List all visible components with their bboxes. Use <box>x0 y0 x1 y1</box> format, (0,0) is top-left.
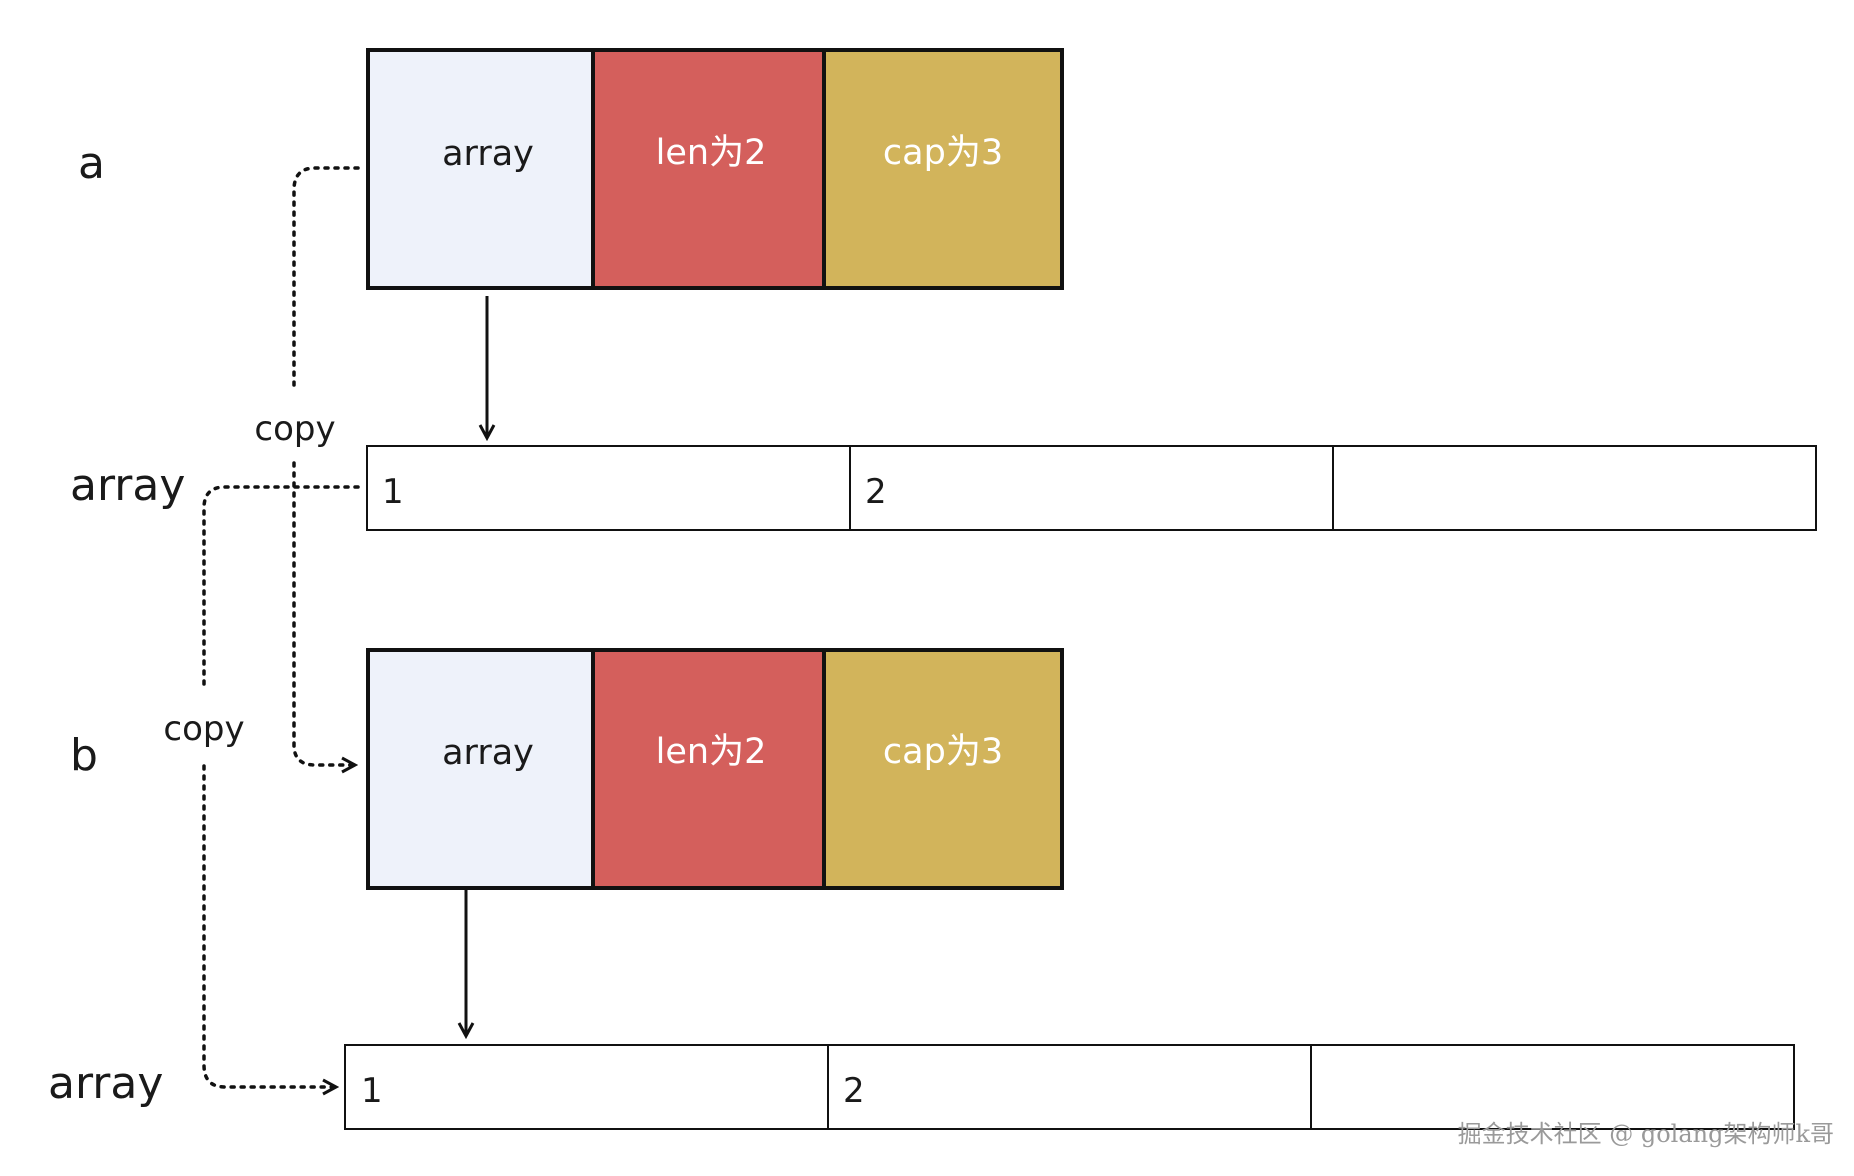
copy-label-array: copy <box>163 709 244 749</box>
array-b-cell-0 <box>344 1044 829 1130</box>
array-a-cell-2 <box>1332 445 1817 531</box>
slice-a-len-field <box>591 48 826 290</box>
slice-a-array-label: array <box>442 134 534 174</box>
copy-path-array-upper <box>202 485 360 687</box>
array-b-value-0: 1 <box>361 1071 383 1111</box>
underlying-array-b: 1 2 <box>344 1044 1795 1130</box>
slice-a-cap-field <box>822 48 1064 290</box>
copy-path-header-upper <box>292 166 360 387</box>
label-array-top: array <box>70 460 185 511</box>
slice-a-array-field <box>366 48 595 290</box>
slice-header-a: array len为2 cap为3 <box>366 48 1064 290</box>
slice-b-cap-label: cap为3 <box>883 732 1003 772</box>
copy-label-header: copy <box>254 409 335 449</box>
slice-b-cap-field <box>822 648 1064 890</box>
array-b-cell-2 <box>1310 1044 1795 1130</box>
array-a-value-0: 1 <box>382 472 404 512</box>
array-b-cell-1 <box>827 1044 1312 1130</box>
slice-a-len-label: len为2 <box>656 133 767 173</box>
array-a-cell-1 <box>849 445 1334 531</box>
watermark-text: 掘金技术社区 @ golang架构师k哥 <box>1458 1120 1834 1148</box>
array-a-value-1: 2 <box>865 472 887 512</box>
slice-b-array-label: array <box>442 733 534 773</box>
slice-b-len-field <box>591 648 826 890</box>
label-a: a <box>78 138 105 189</box>
slice-b-len-label: len为2 <box>656 732 767 772</box>
slice-a-cap-label: cap为3 <box>883 133 1003 173</box>
label-array-bottom: array <box>48 1058 163 1109</box>
copy-path-header-lower <box>292 461 355 765</box>
underlying-array-a: 1 2 <box>366 445 1817 531</box>
slice-header-b: array len为2 cap为3 <box>366 648 1064 890</box>
array-a-cell-0 <box>366 445 851 531</box>
copy-path-array-lower <box>202 764 336 1087</box>
label-b: b <box>70 730 98 781</box>
array-b-value-1: 2 <box>843 1071 865 1111</box>
